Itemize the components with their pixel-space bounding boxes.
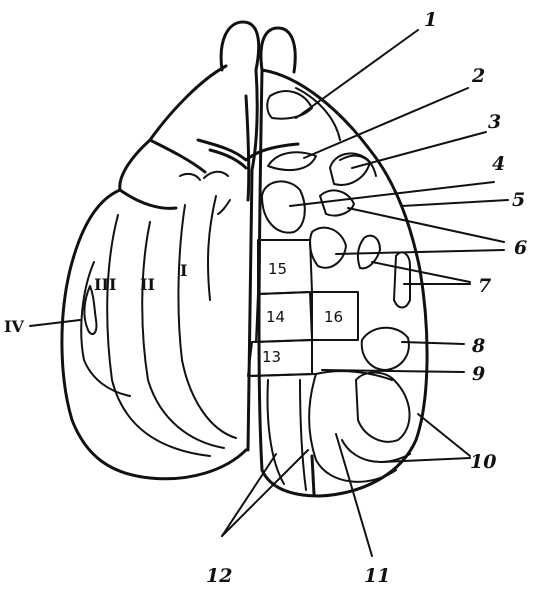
dissected-structures [248, 91, 410, 494]
region-16: 16 [324, 308, 343, 326]
callout-11: 11 [364, 565, 390, 587]
callout-3: 3 [488, 111, 501, 133]
region-15: 15 [268, 260, 287, 278]
callout-labels: 1 2 3 4 5 6 7 8 9 10 11 12 [206, 9, 527, 587]
callout-6: 6 [514, 237, 527, 259]
region-14: 14 [266, 308, 285, 326]
callout-12: 12 [206, 565, 232, 587]
roman-label-2: II [140, 275, 155, 294]
roman-label-4: IV [4, 317, 24, 336]
brain-outline [62, 22, 427, 496]
region-numbers: 15 14 16 13 [262, 260, 343, 366]
callout-4: 4 [492, 153, 505, 175]
callout-5: 5 [512, 189, 525, 211]
callout-2: 2 [471, 65, 485, 87]
roman-label-3: III [94, 275, 116, 294]
callout-10: 10 [470, 451, 496, 473]
callout-1: 1 [424, 9, 437, 31]
roman-label-1: I [180, 261, 187, 280]
callout-7: 7 [478, 275, 491, 297]
callout-9: 9 [472, 363, 485, 385]
region-13: 13 [262, 348, 281, 366]
callout-8: 8 [471, 335, 485, 357]
